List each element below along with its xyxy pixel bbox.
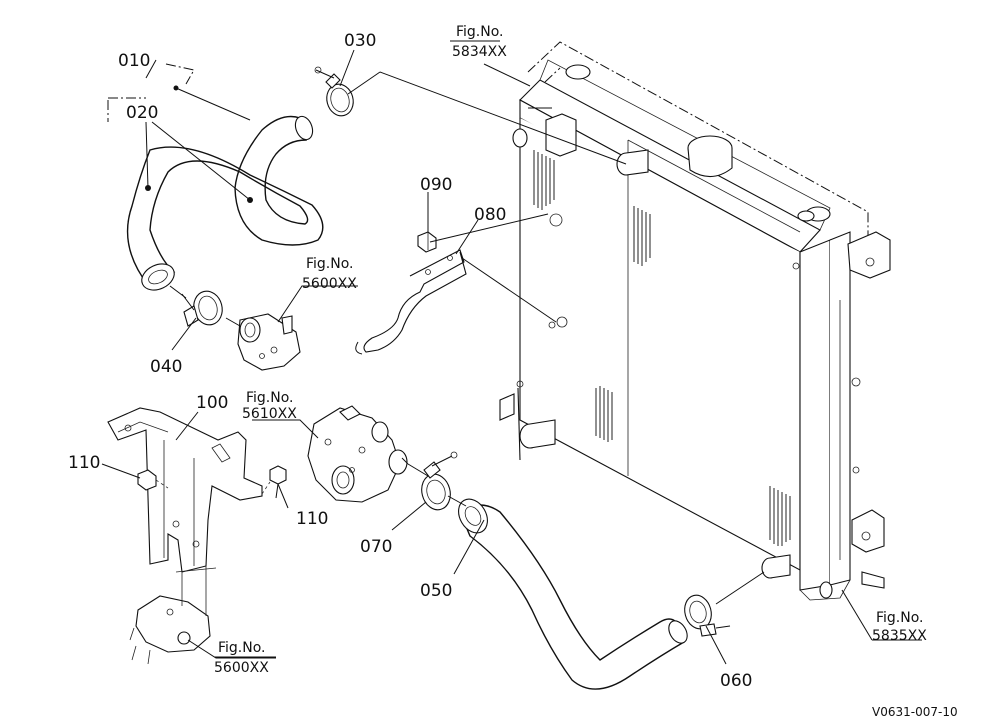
callout-100: 100: [196, 393, 228, 413]
fig-ref-number: 5600XX: [214, 660, 269, 676]
fig-ref-label: Fig.No.: [246, 390, 294, 406]
drawing-code: V0631-007-10: [872, 705, 958, 719]
hose-clamp-040: [181, 290, 223, 327]
hose-clamp-070: [421, 451, 458, 511]
callout-080: 080: [474, 205, 506, 225]
callout-020: 020: [126, 103, 158, 123]
callout-050: 050: [420, 581, 452, 601]
radiator-assembly: [499, 41, 891, 601]
lower-hose-050: [458, 498, 688, 690]
fig-ref-5610: Fig.No. 5610XX: [242, 390, 297, 422]
callout-labels: 010 020 030 040 050 060 070 080 090 100 …: [68, 31, 752, 691]
fig-ref-number: 5835XX: [872, 628, 927, 644]
fig-ref-5600-bottom: Fig.No. 5600XX: [214, 640, 276, 676]
callout-060: 060: [720, 671, 752, 691]
core-fin-hatching-lower-left: [595, 386, 613, 442]
fig-ref-label: Fig.No.: [306, 256, 354, 272]
callout-070: 070: [360, 537, 392, 557]
leader-lines: [101, 49, 922, 665]
bolt-090: [417, 231, 437, 253]
core-fin-hatching-lower-right: [769, 486, 791, 546]
callout-030: 030: [344, 31, 376, 51]
bracket-100: [107, 407, 263, 573]
callout-040: 040: [150, 357, 182, 377]
upper-hose-020: [126, 85, 324, 291]
fig-ref-5834: Fig.No. 5834XX: [450, 24, 507, 60]
engine-housing-bottom: [129, 595, 211, 665]
bolt-110-right: [269, 465, 287, 499]
hose-clamp-030: [314, 66, 354, 117]
fig-ref-label: Fig.No.: [456, 24, 504, 40]
fig-ref-label: Fig.No.: [876, 610, 924, 626]
fig-ref-label: Fig.No.: [218, 640, 266, 656]
callout-110-right: 110: [296, 509, 328, 529]
fig-ref-number: 5610XX: [242, 406, 297, 422]
fig-ref-number: 5600XX: [302, 276, 357, 292]
bracket-080: [355, 249, 467, 355]
callout-090: 090: [420, 175, 452, 195]
bolt-110-left: [137, 469, 157, 491]
core-fin-hatching-upper-right: [633, 206, 651, 266]
fig-ref-number: 5834XX: [452, 44, 507, 60]
hose-clamp-060: [684, 594, 731, 637]
fig-ref-5600-top: Fig.No. 5600XX: [302, 256, 357, 292]
callout-110-left: 110: [68, 453, 100, 473]
callout-010: 010: [118, 51, 150, 71]
figure-references: Fig.No. 5834XX Fig.No. 5600XX Fig.No. 56…: [214, 24, 927, 676]
thermostat-housing-top: [237, 313, 301, 371]
core-fin-hatching-upper-left: [533, 150, 555, 210]
water-pump-5610: [307, 405, 408, 503]
fig-ref-5835: Fig.No. 5835XX: [872, 610, 927, 644]
